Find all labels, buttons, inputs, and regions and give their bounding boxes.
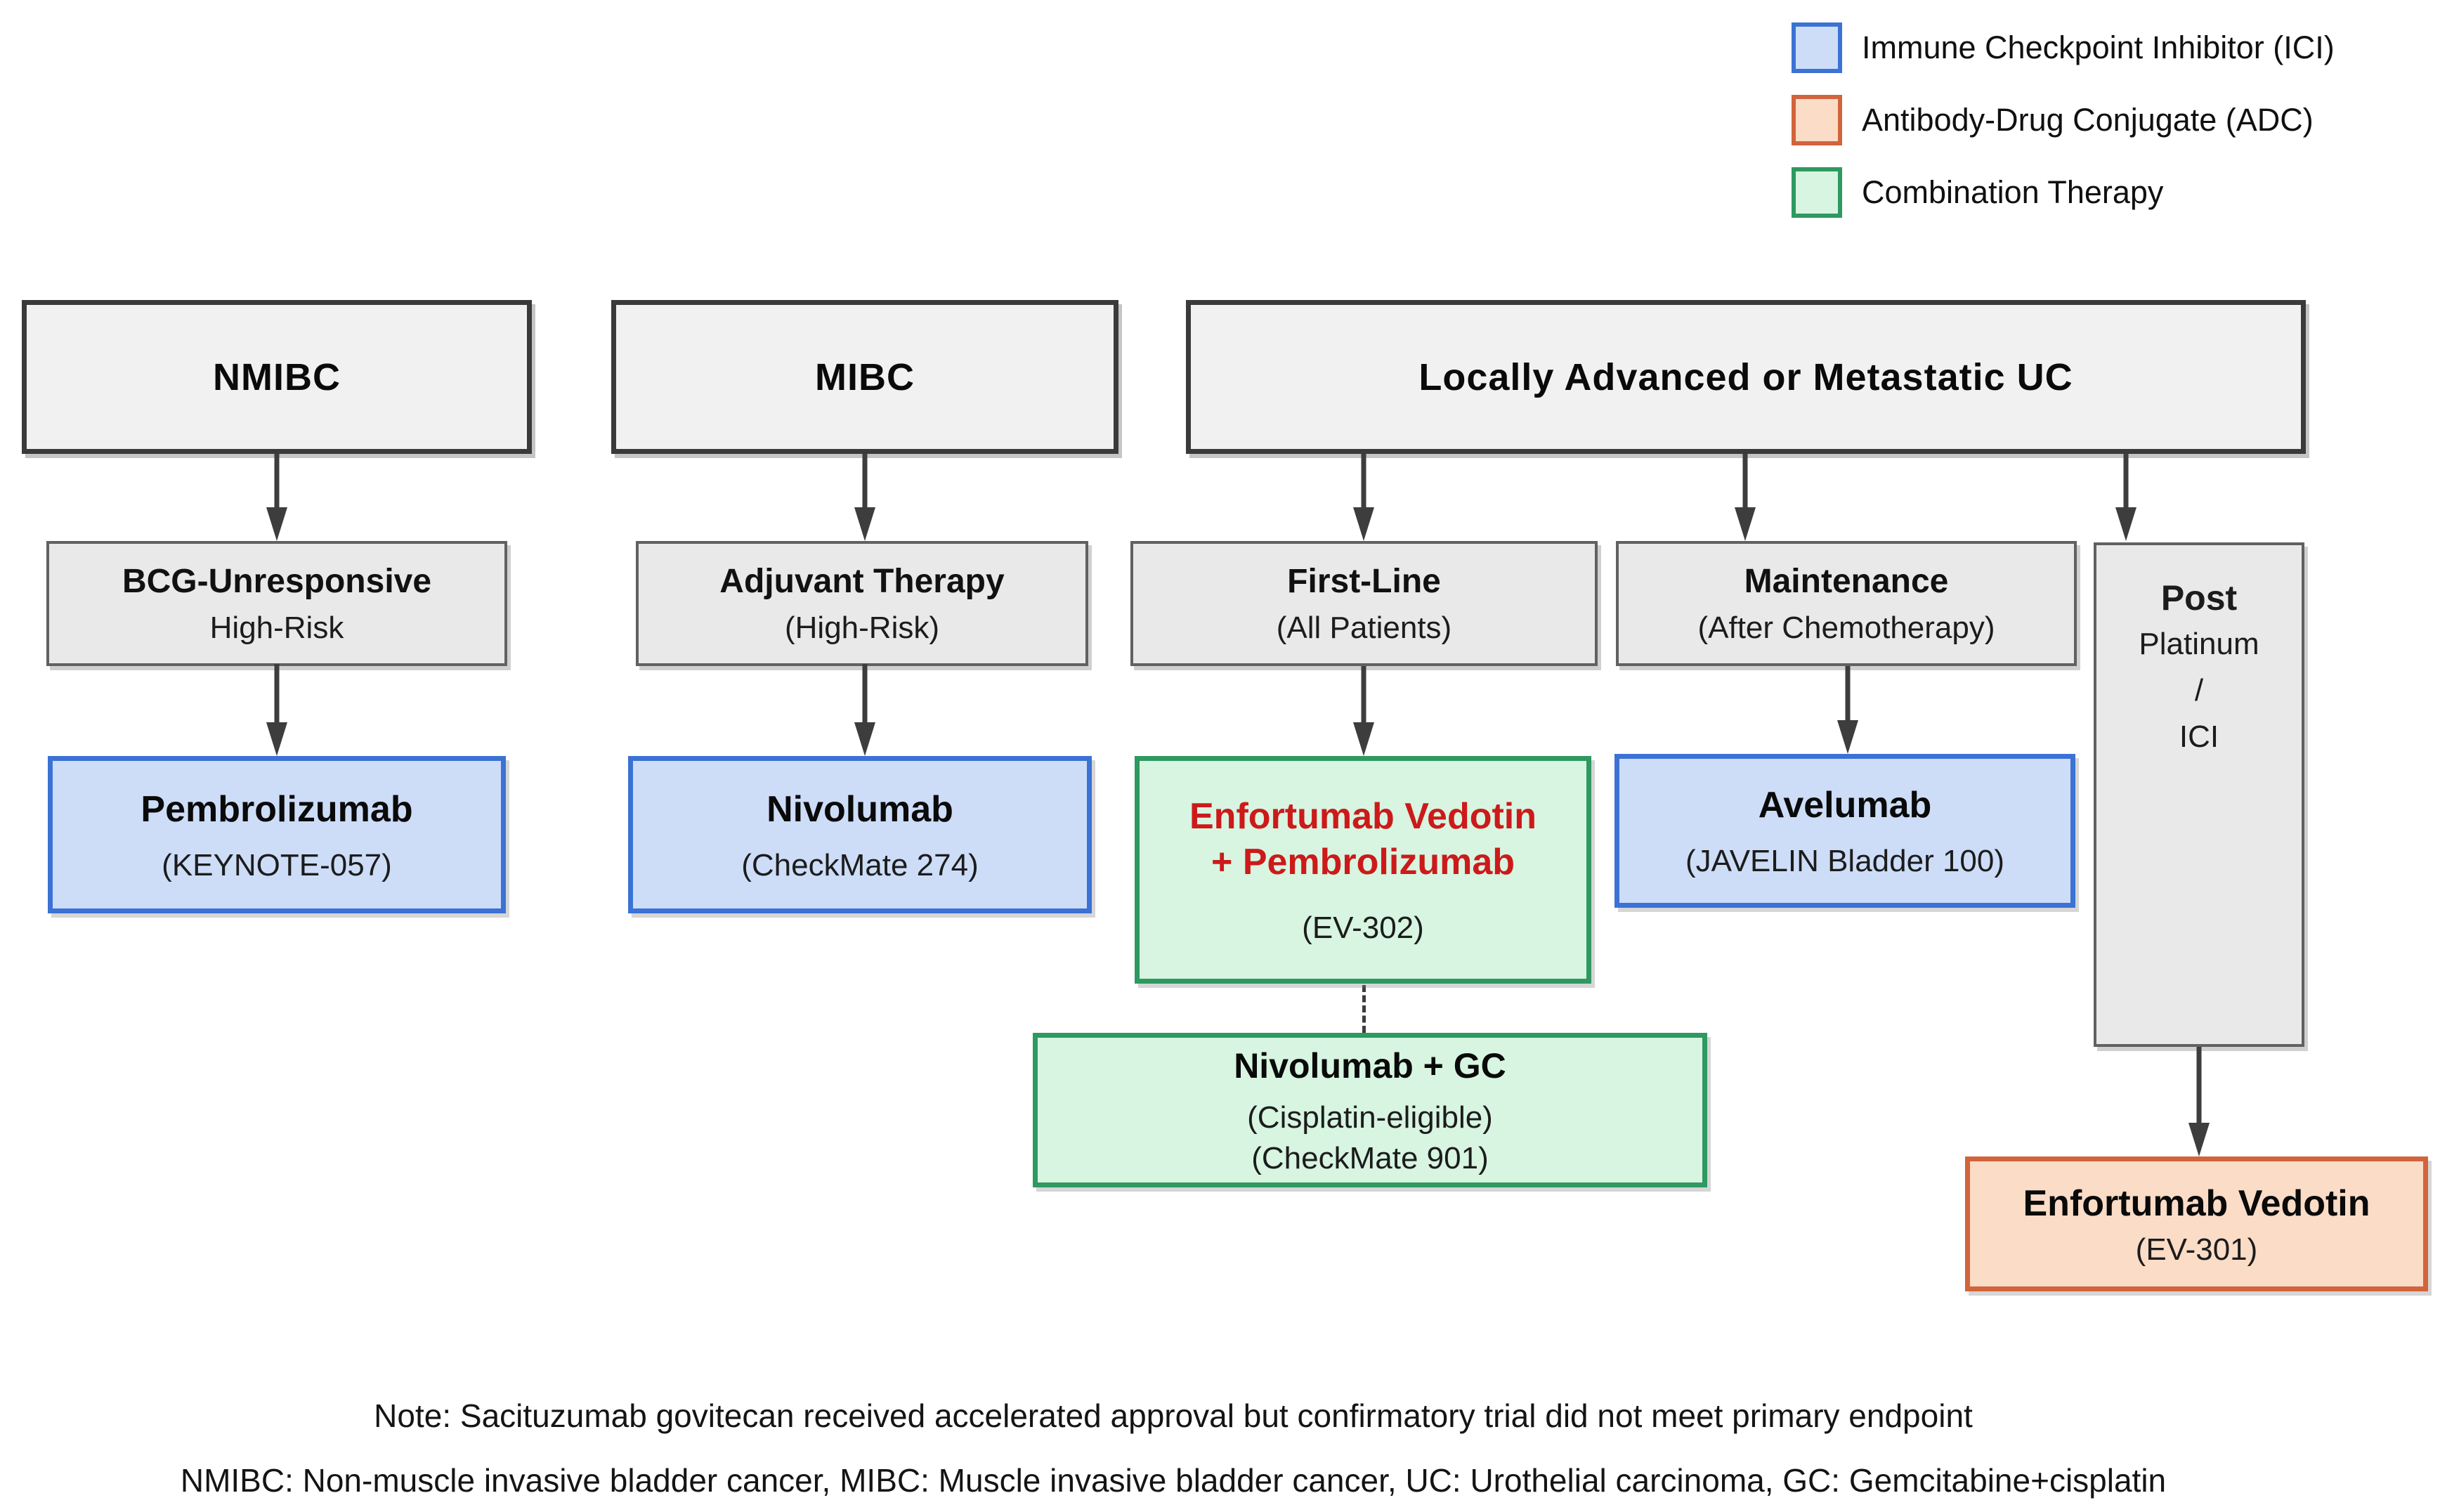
footnote-sacituzumab: Note: Sacituzumab govitecan received acc… [374, 1397, 1973, 1434]
header-nmibc: NMIBC [22, 300, 532, 454]
arrow-maintenance-to-avelumab [1835, 666, 1860, 754]
stage-adjuvant-therapy: Adjuvant Therapy (High-Risk) [636, 541, 1088, 666]
stage-first-line: First-Line (All Patients) [1130, 541, 1598, 666]
legend-item-ici: Immune Checkpoint Inhibitor (ICI) [1792, 22, 2335, 73]
treatment-avelumab-name: Avelumab [1758, 785, 1932, 826]
treatment-pembrolizumab-name: Pembrolizumab [141, 788, 413, 830]
stage-maintenance-line2: (After Chemotherapy) [1697, 610, 1995, 645]
treatment-pembrolizumab-trial: (KEYNOTE-057) [162, 847, 392, 882]
stage-post-platinum-line3: / [2194, 673, 2204, 708]
treatment-pembrolizumab: Pembrolizumab (KEYNOTE-057) [48, 756, 506, 913]
arrow-uc-to-first-line [1351, 454, 1376, 541]
stage-maintenance: Maintenance (After Chemotherapy) [1616, 541, 2077, 666]
treatment-nivolumab-gc-trial: (CheckMate 901) [1251, 1141, 1489, 1176]
treatment-nivolumab-name: Nivolumab [766, 788, 953, 830]
header-metastatic-uc-title: Locally Advanced or Metastatic UC [1418, 356, 2073, 398]
stage-post-platinum: Post Platinum / ICI [2094, 542, 2304, 1047]
treatment-avelumab: Avelumab (JAVELIN Bladder 100) [1614, 754, 2075, 908]
legend-label-adc: Antibody-Drug Conjugate (ADC) [1862, 102, 2314, 138]
stage-post-platinum-line1: Post [2160, 578, 2238, 618]
arrow-bcg-to-pembrolizumab [264, 664, 289, 756]
treatment-nivolumab: Nivolumab (CheckMate 274) [628, 756, 1092, 913]
stage-first-line-line2: (All Patients) [1276, 610, 1452, 645]
ici-color-swatch [1792, 22, 1842, 73]
stage-maintenance-line1: Maintenance [1744, 562, 1949, 600]
treatment-avelumab-trial: (JAVELIN Bladder 100) [1685, 844, 2005, 878]
stage-post-platinum-line2: Platinum [2139, 627, 2259, 661]
stage-bcg-unresponsive: BCG-Unresponsive High-Risk [46, 541, 507, 666]
stage-bcg-line2: High-Risk [209, 610, 344, 645]
legend-item-adc: Antibody-Drug Conjugate (ADC) [1792, 95, 2314, 145]
stage-bcg-line1: BCG-Unresponsive [122, 562, 432, 600]
header-nmibc-title: NMIBC [213, 356, 341, 398]
treatment-nivolumab-gc: Nivolumab + GC (Cisplatin-eligible) (Che… [1033, 1033, 1707, 1187]
arrow-adjuvant-to-nivolumab [852, 664, 878, 756]
treatment-ev301-name: Enfortumab Vedotin [2023, 1182, 2370, 1224]
treatment-ev302-trial: (EV-302) [1302, 911, 1424, 945]
arrow-post-platinum-to-ev301 [2186, 1047, 2212, 1156]
dashed-connector-ev302-to-nivolumab-gc [1362, 985, 1366, 1033]
header-mibc: MIBC [611, 300, 1118, 454]
treatment-ev302-name-line1: Enfortumab Vedotin [1189, 796, 1537, 837]
arrow-uc-to-post-platinum [2113, 454, 2139, 541]
header-mibc-title: MIBC [815, 356, 915, 398]
legend-item-combination: Combination Therapy [1792, 167, 2163, 218]
legend-label-combination: Combination Therapy [1862, 174, 2164, 210]
arrow-nmibc-to-bcg [264, 454, 289, 541]
treatment-nivolumab-gc-name: Nivolumab + GC [1234, 1045, 1506, 1086]
treatment-ev302: Enfortumab Vedotin + Pembrolizumab (EV-3… [1135, 756, 1591, 984]
arrow-mibc-to-adjuvant [852, 454, 878, 541]
treatment-ev301: Enfortumab Vedotin (EV-301) [1965, 1156, 2428, 1291]
header-metastatic-uc: Locally Advanced or Metastatic UC [1186, 300, 2306, 454]
treatment-nivolumab-trial: (CheckMate 274) [741, 847, 979, 882]
treatment-ev301-trial: (EV-301) [2135, 1232, 2258, 1267]
treatment-nivolumab-gc-eligibility: (Cisplatin-eligible) [1247, 1100, 1493, 1135]
adc-color-swatch [1792, 95, 1842, 145]
treatment-ev302-name-line2: + Pembrolizumab [1211, 842, 1515, 882]
stage-first-line-line1: First-Line [1287, 562, 1441, 600]
stage-post-platinum-line4: ICI [2179, 719, 2219, 754]
legend-label-ici: Immune Checkpoint Inhibitor (ICI) [1862, 30, 2335, 65]
footnote-abbreviations: NMIBC: Non-muscle invasive bladder cance… [180, 1462, 2167, 1499]
arrow-first-line-to-ev302 [1351, 666, 1376, 756]
arrow-uc-to-maintenance [1733, 454, 1758, 541]
stage-adjuvant-line2: (High-Risk) [785, 610, 939, 645]
stage-adjuvant-line1: Adjuvant Therapy [719, 562, 1005, 600]
combination-color-swatch [1792, 167, 1842, 218]
